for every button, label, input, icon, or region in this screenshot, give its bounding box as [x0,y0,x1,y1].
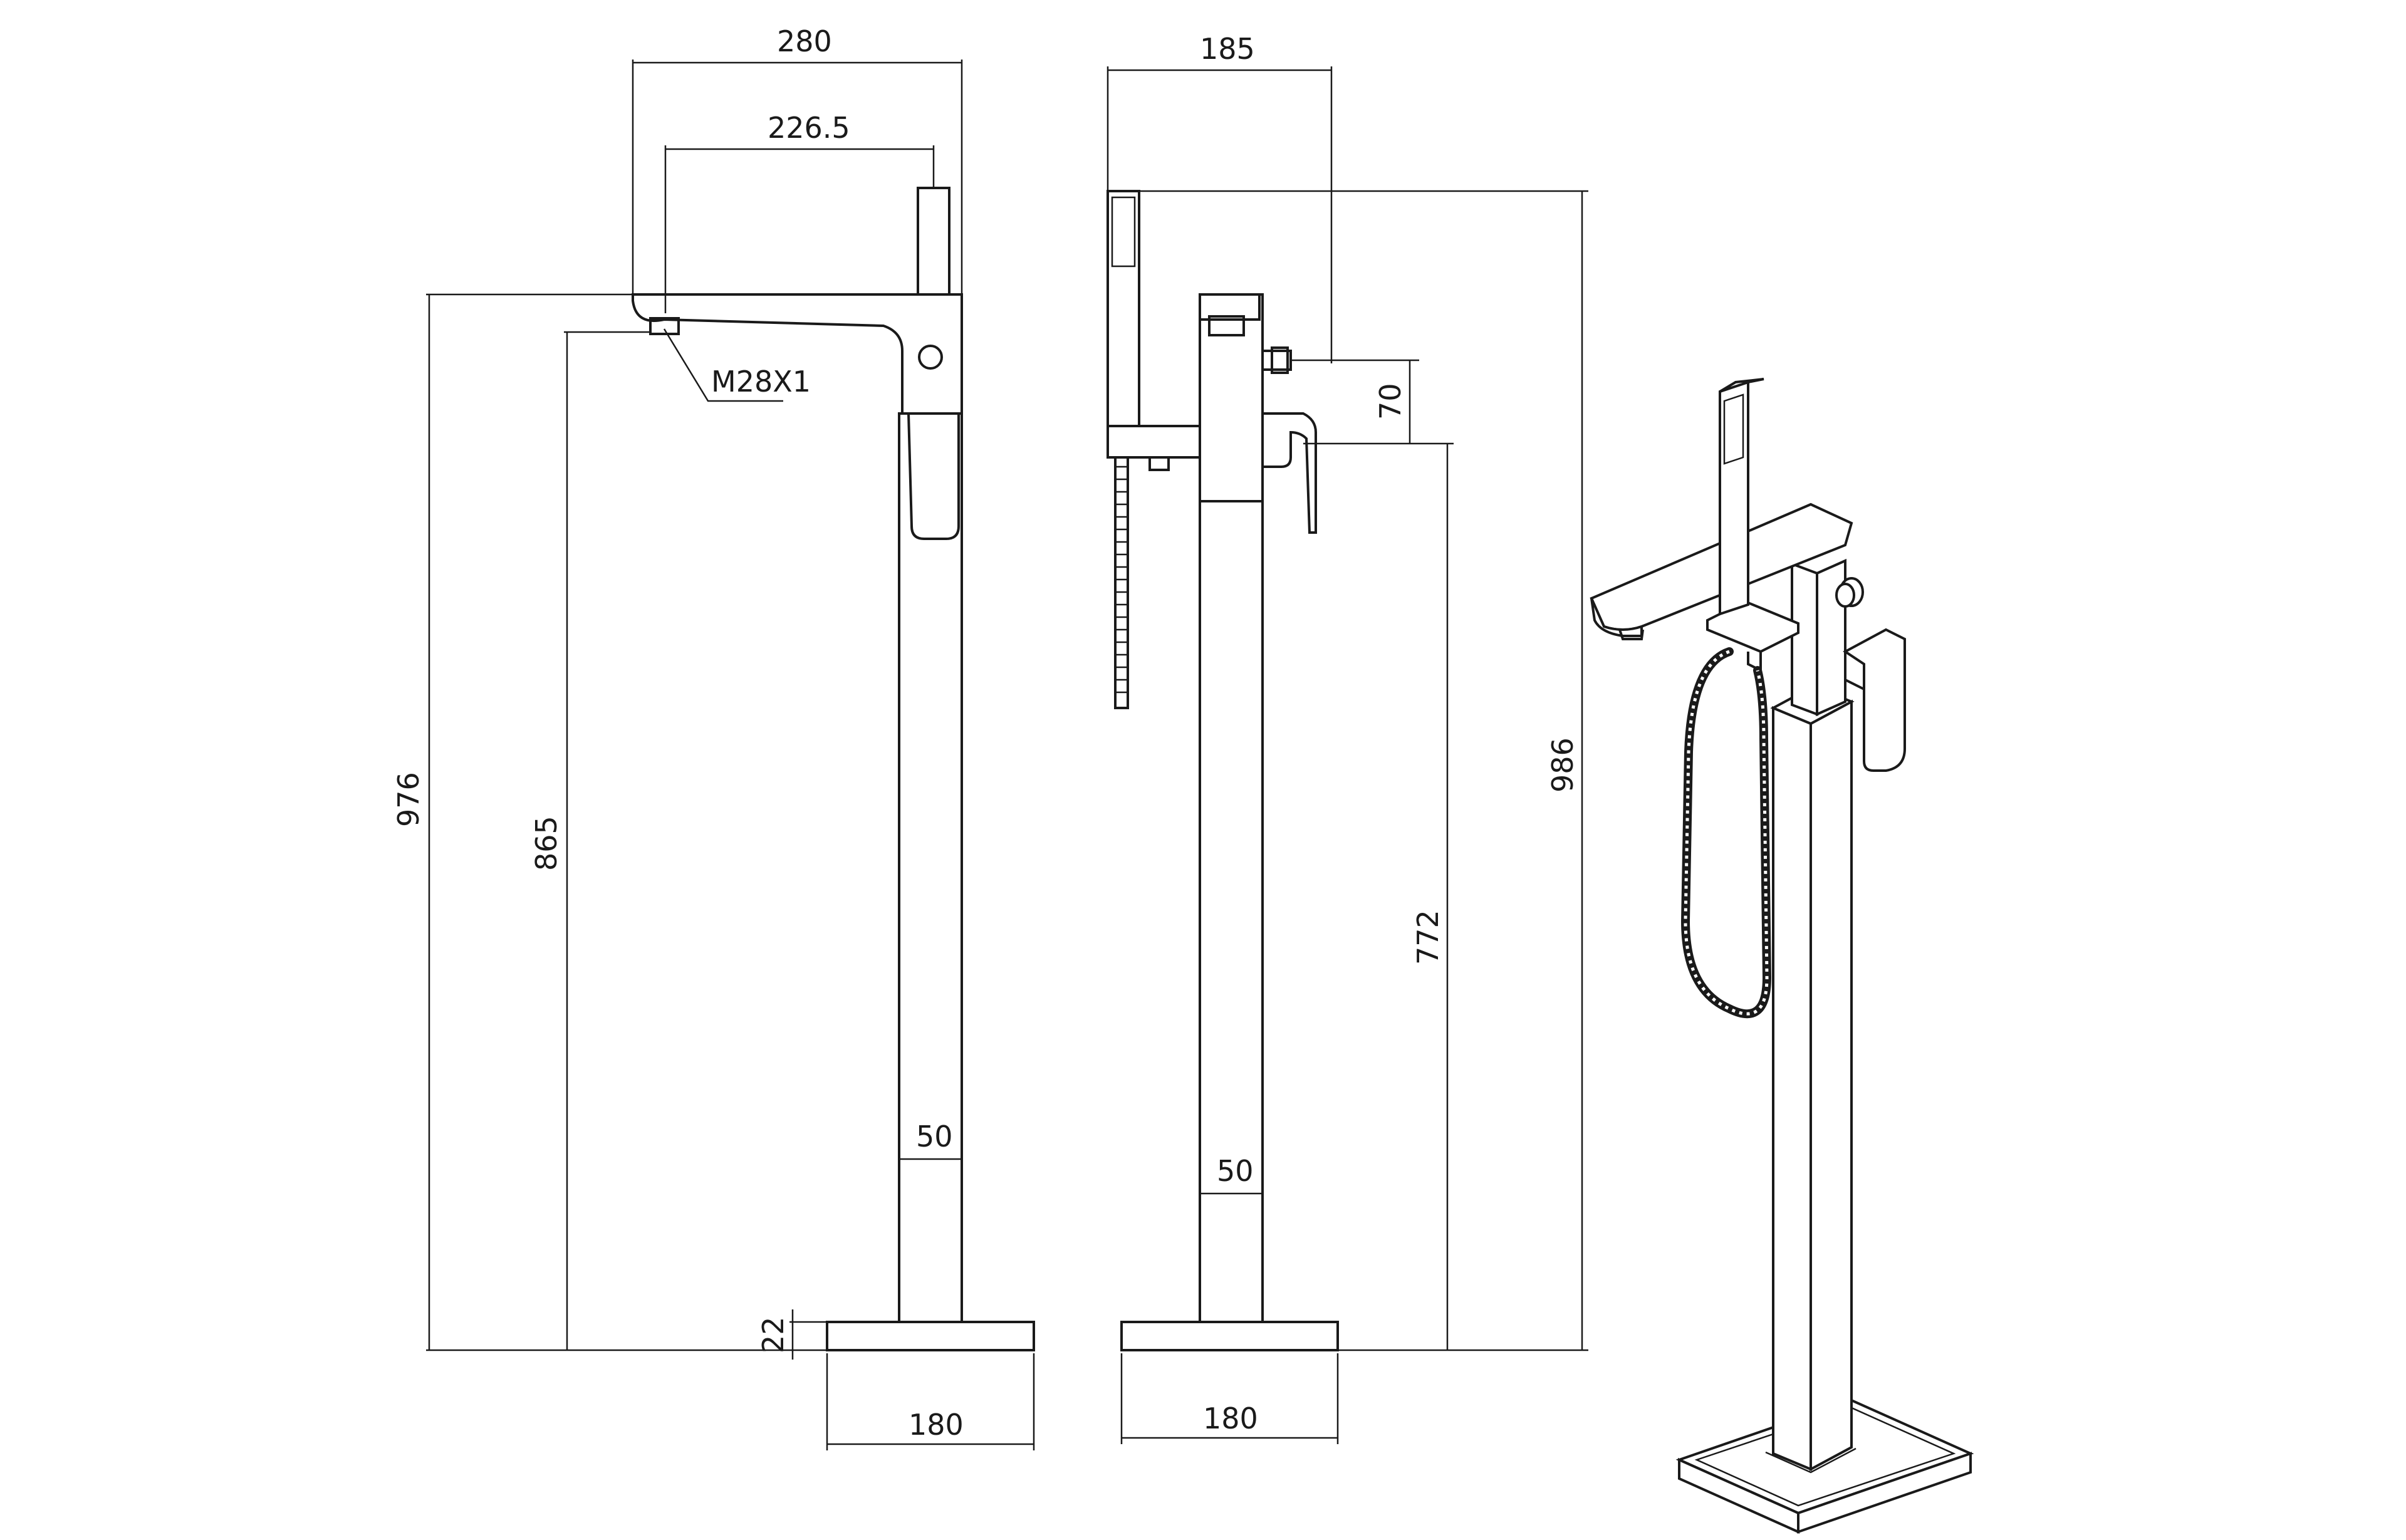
dim-front-base-height: 22 [756,1316,790,1353]
front-handle [907,412,960,540]
iso-handle [1843,628,1906,772]
dim-side-overall-depth: 185 [1200,32,1255,66]
iso-valve-column [1791,562,1818,716]
front-base [826,1321,1035,1351]
dim-side-pillar-width: 50 [1217,1154,1254,1188]
front-diverter-knob [918,345,943,370]
side-handle [1261,412,1317,534]
front-pillar [898,412,963,1323]
side-shower-holder [1107,425,1201,459]
front-spout [632,293,963,415]
dim-front-spout-reach: 226.5 [768,111,850,145]
dim-side-offset-height: 70 [1373,383,1407,420]
front-shower-holder [917,187,950,296]
iso-shower-hose [1680,647,1772,1019]
dim-front-overall-width: 280 [777,24,832,58]
side-pillar [1199,500,1264,1323]
front-dimensions: 280 226.5 M28X1 976 865 50 22 180 [392,24,1035,1450]
front-view [632,187,1035,1351]
dim-front-base-width: 180 [909,1408,964,1442]
dim-front-pillar-width: 50 [916,1120,953,1153]
dim-side-handle-height: 772 [1411,910,1445,965]
side-dimensions: 185 986 70 772 50 180 [1107,32,1588,1444]
dim-front-total-height: 976 [392,772,425,827]
side-shower-hose [1114,456,1129,709]
iso-pillar [1772,706,1812,1471]
dim-front-thread: M28X1 [711,365,811,398]
dim-side-total-height: 986 [1546,737,1580,793]
side-base [1120,1321,1339,1351]
isometric-view [1590,378,1974,1534]
side-hand-shower [1107,190,1140,427]
side-view [1107,190,1339,1351]
dim-side-base-width: 180 [1203,1402,1258,1435]
dim-front-spout-height: 865 [529,816,563,871]
